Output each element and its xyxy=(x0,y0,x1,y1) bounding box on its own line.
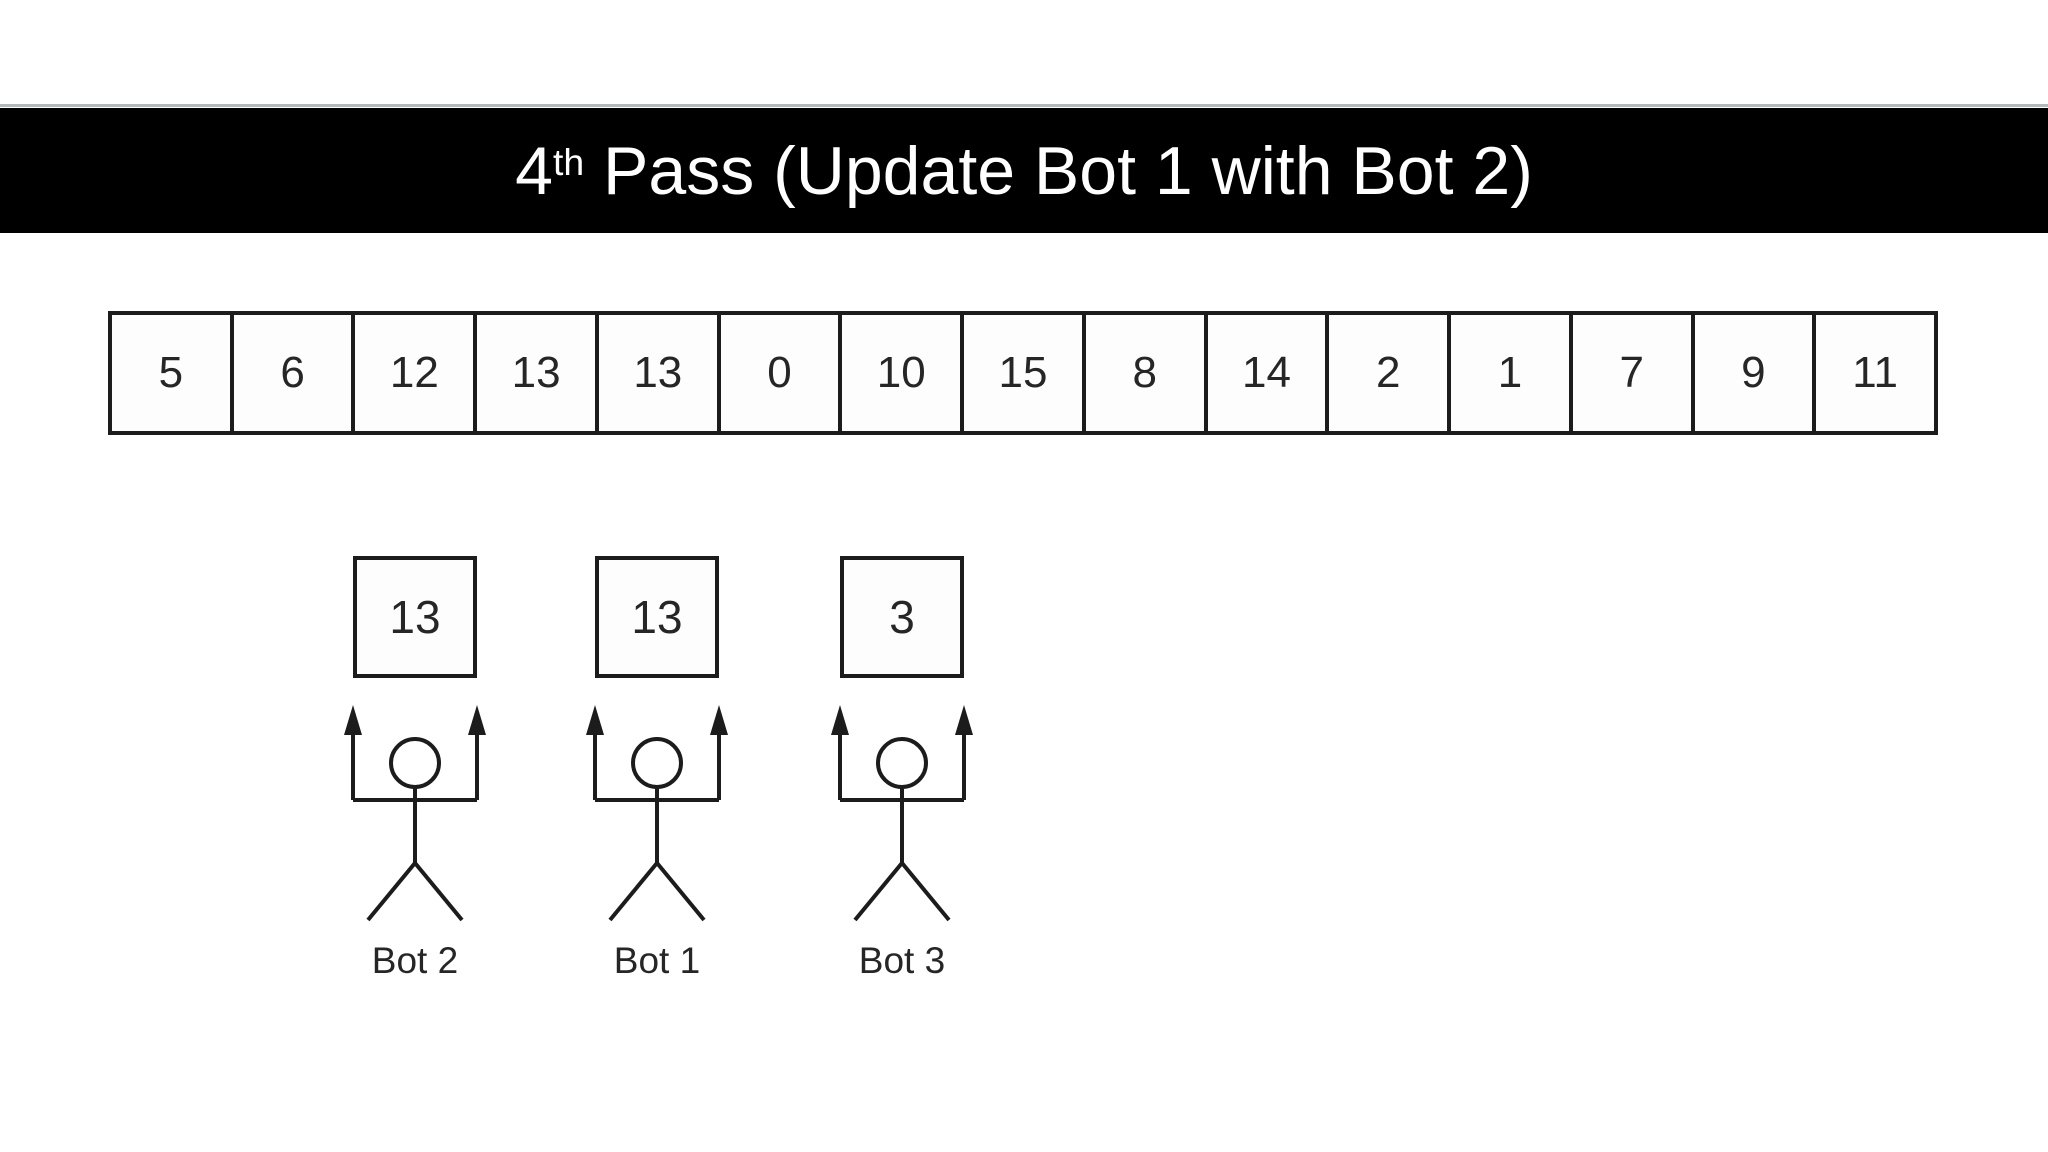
value-array: 5 6 12 13 13 0 10 15 8 14 2 1 7 9 11 xyxy=(108,311,1938,435)
up-arrow-icon xyxy=(344,705,362,735)
bot1-label: Bot 1 xyxy=(613,940,701,981)
title-ordinal: th xyxy=(552,140,585,183)
head-circle xyxy=(631,737,683,789)
array-cell: 14 xyxy=(1208,315,1330,431)
array-cell: 13 xyxy=(477,315,599,431)
right-leg-line xyxy=(900,861,951,922)
up-arrow-icon xyxy=(468,705,486,735)
array-cell: 1 xyxy=(1451,315,1573,431)
bot2-label: Bot 2 xyxy=(371,940,459,981)
array-cell: 13 xyxy=(599,315,721,431)
bot2-held-value-box: 13 xyxy=(353,556,477,678)
right-leg-line xyxy=(413,861,464,922)
bot3-label: Bot 3 xyxy=(858,940,946,981)
array-cell: 6 xyxy=(234,315,356,431)
left-leg-line xyxy=(853,861,904,922)
left-leg-line xyxy=(366,861,417,922)
head-circle xyxy=(389,737,441,789)
array-cell: 2 xyxy=(1329,315,1452,431)
bot2-stick-figure-icon xyxy=(344,705,486,922)
title-text: Pass (Update Bot 1 with Bot 2) xyxy=(584,132,1533,209)
head-circle xyxy=(876,737,928,789)
up-arrow-icon xyxy=(831,705,849,735)
array-cell: 11 xyxy=(1852,348,1898,397)
array-cell: 15 xyxy=(964,315,1086,431)
up-arrow-icon xyxy=(955,705,973,735)
array-cell: 7 xyxy=(1573,315,1695,431)
array-cell: 8 xyxy=(1086,315,1208,431)
up-arrow-icon xyxy=(710,705,728,735)
array-cell: 5 xyxy=(112,315,234,431)
array-cell: 10 xyxy=(842,315,965,431)
bot3-stick-figure-icon xyxy=(831,705,973,922)
banner-top-hairline xyxy=(0,104,2048,107)
bot-group-3: 3 Bot 3 xyxy=(822,556,982,983)
array-cell: 12 xyxy=(355,315,478,431)
up-arrow-icon xyxy=(586,705,604,735)
array-cell: 0 xyxy=(721,315,843,431)
bot1-stick-figure-icon xyxy=(586,705,728,922)
bot1-held-value-box: 13 xyxy=(595,556,719,678)
left-leg-line xyxy=(608,861,659,922)
title-banner: 4th Pass (Update Bot 1 with Bot 2) xyxy=(0,108,2048,233)
right-leg-line xyxy=(655,861,706,922)
bot3-held-value-box: 3 xyxy=(840,556,964,678)
array-cell: 9 xyxy=(1695,315,1817,431)
bot-group-2: 13 Bot 2 xyxy=(335,556,495,983)
title-number: 4 xyxy=(515,132,553,209)
page-title: 4th Pass (Update Bot 1 with Bot 2) xyxy=(515,132,1533,210)
bot-group-1: 13 Bot 1 xyxy=(577,556,737,983)
